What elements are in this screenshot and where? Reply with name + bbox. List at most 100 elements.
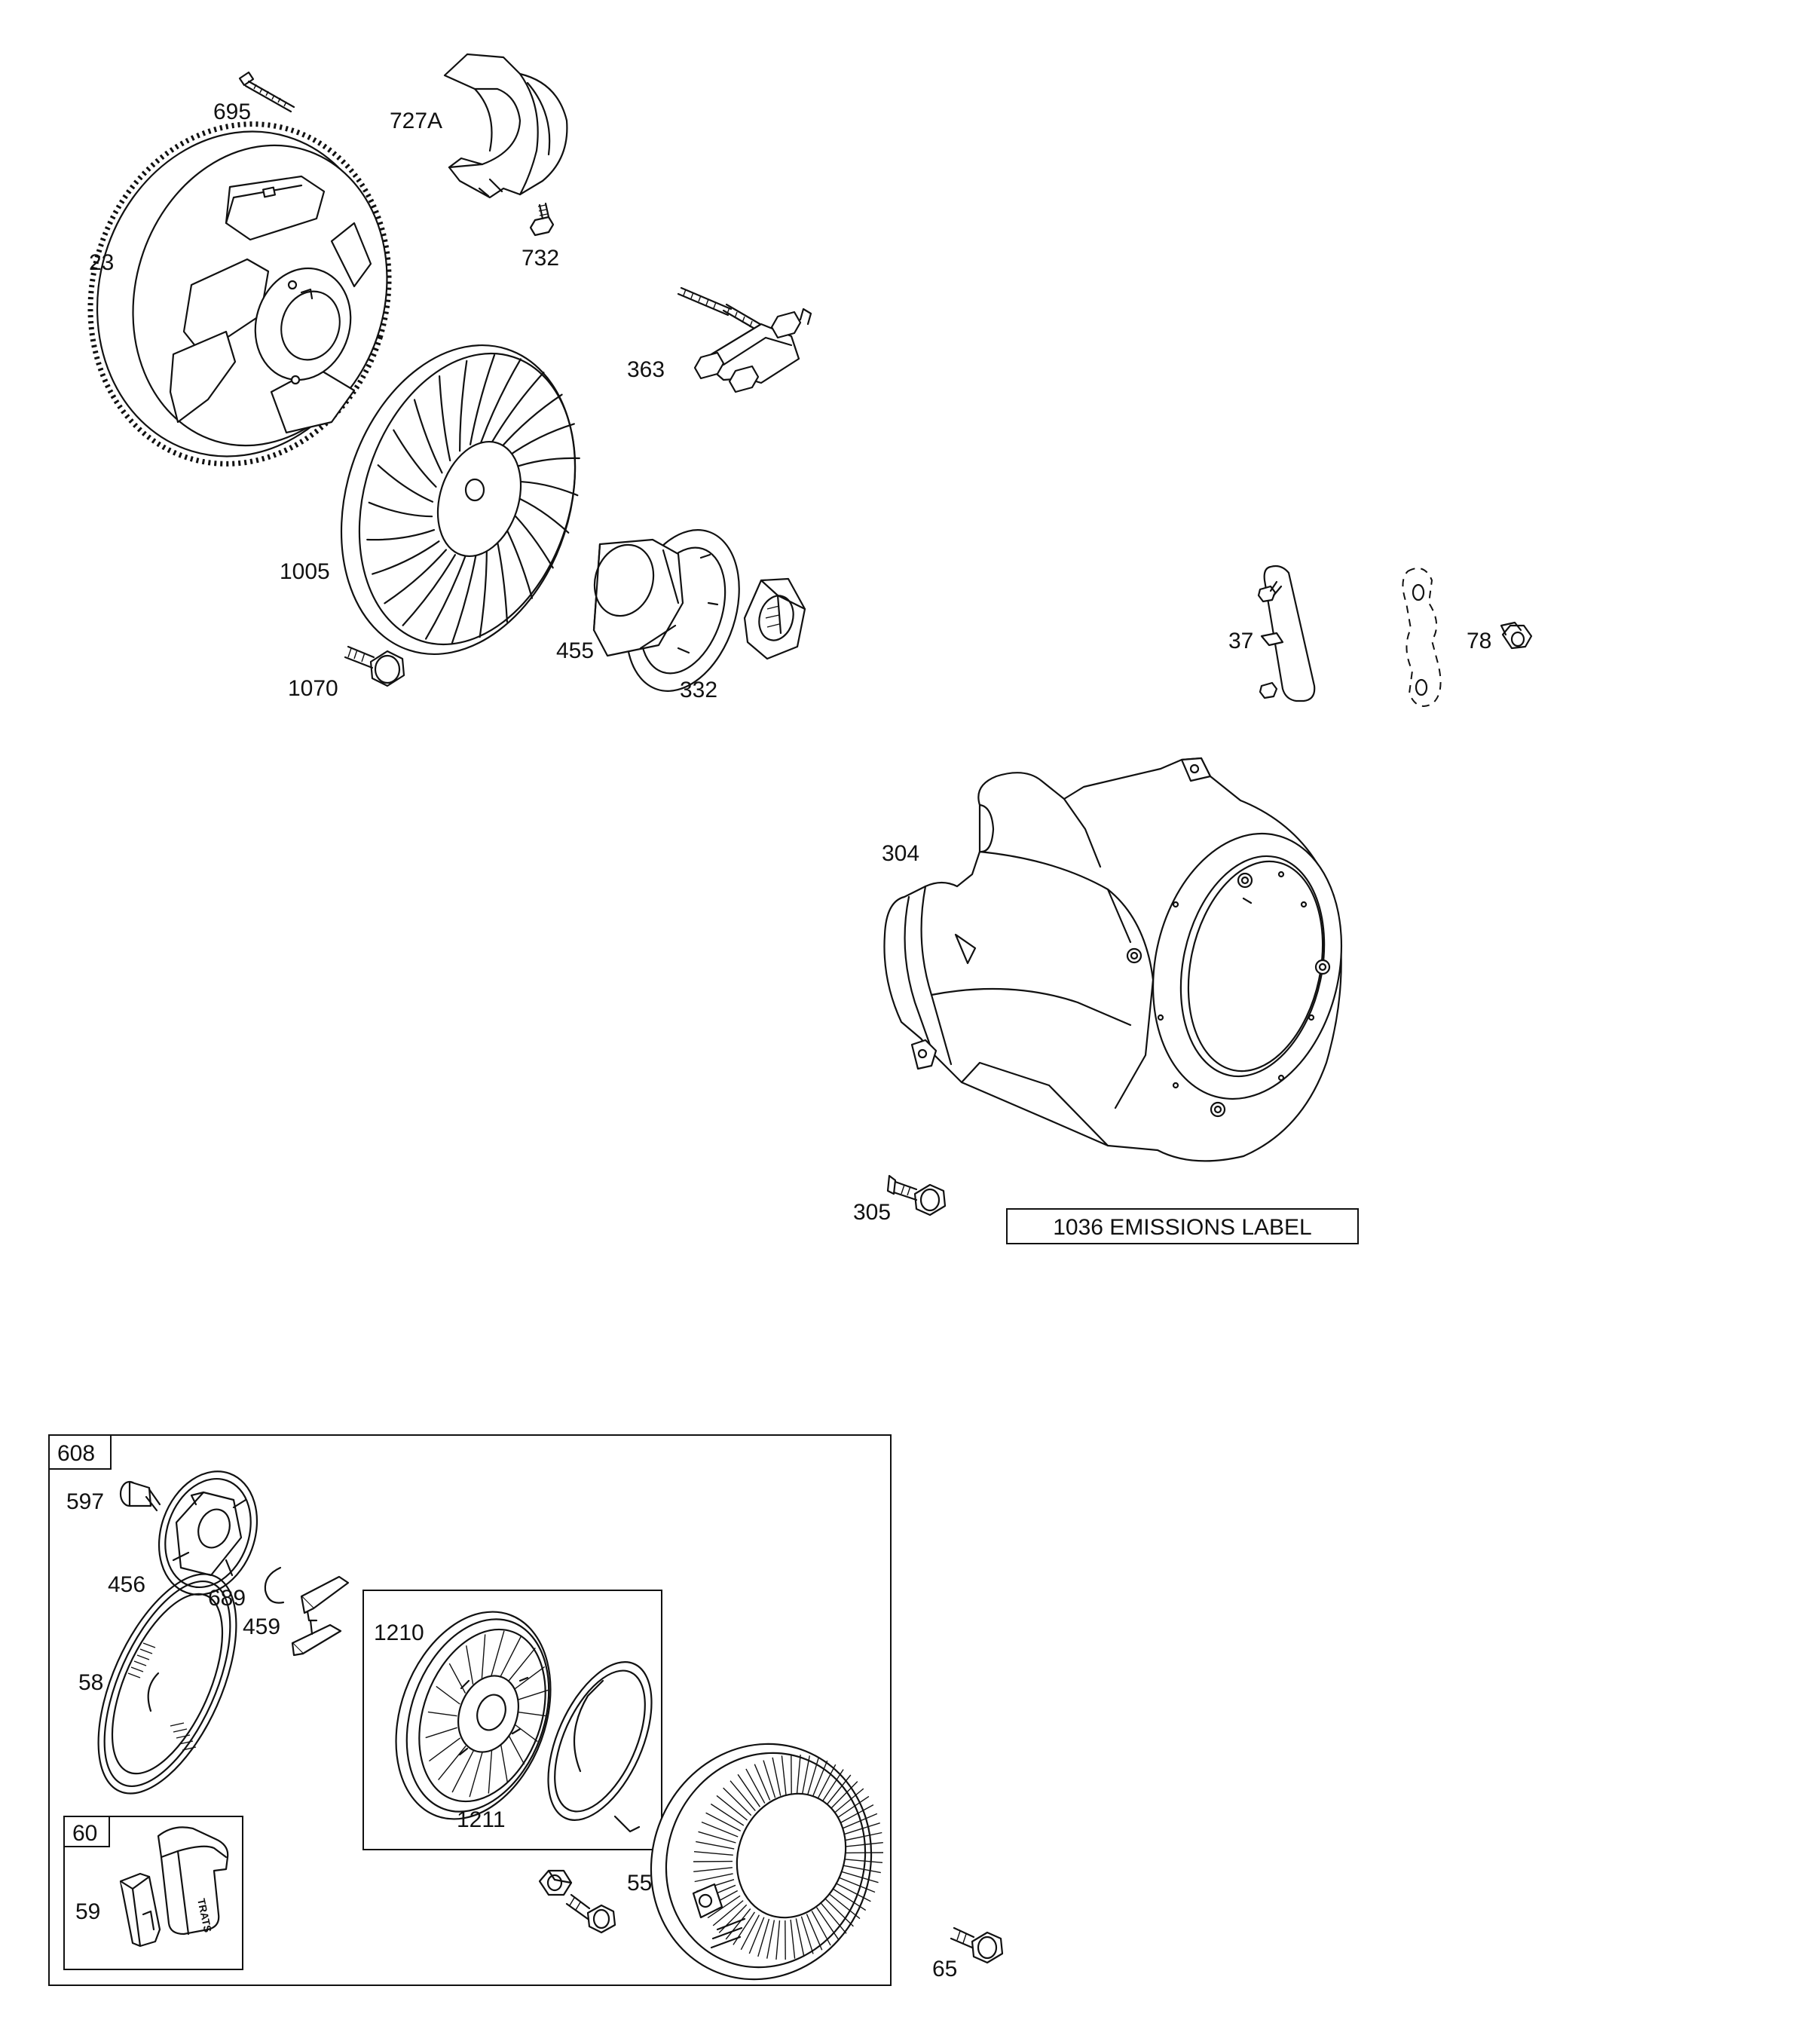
fan-blade — [470, 354, 496, 445]
housing-rib — [838, 1877, 876, 1893]
part-55-screw — [565, 1893, 616, 1934]
housing-rib — [737, 1773, 760, 1807]
part-455-starter-cup — [592, 529, 740, 692]
housing-rib — [844, 1842, 883, 1847]
fan-blade — [366, 529, 436, 541]
housing-rib — [698, 1831, 736, 1844]
pulley-spoke — [438, 1746, 466, 1781]
handle-sub-box — [63, 1816, 243, 1970]
housing-rib — [763, 1760, 776, 1798]
part-65-bolt — [950, 1926, 1004, 1964]
emissions-label-box: 1036 EMISSIONS LABEL — [1006, 1208, 1359, 1244]
callout-363: 363 — [627, 357, 665, 382]
housing-rib — [745, 1768, 766, 1804]
callout-65: 65 — [932, 1957, 957, 1981]
callout-727a: 727A — [390, 109, 442, 133]
callout-304: 304 — [882, 841, 919, 866]
housing-rib — [811, 1911, 831, 1946]
fan-blade — [451, 552, 477, 644]
fan-blade — [384, 549, 447, 604]
callout-332: 332 — [680, 678, 717, 702]
part-55-rewind-housing — [650, 1743, 884, 1981]
housing-rib — [838, 1804, 874, 1825]
pulley-spoke — [516, 1689, 549, 1701]
pulley-spoke — [500, 1743, 508, 1783]
part-597-screw — [119, 1480, 161, 1512]
part-gasket — [1402, 568, 1442, 707]
housing-rib — [733, 1911, 755, 1945]
callout-37: 37 — [1228, 629, 1253, 653]
fan-blade — [500, 393, 563, 449]
housing-rib — [701, 1821, 739, 1838]
part-732-screw — [529, 202, 555, 237]
part-363-ignition-module — [677, 286, 812, 393]
fan-blade — [377, 464, 434, 503]
callout-60: 60 — [72, 1821, 97, 1846]
part-332-nut — [743, 577, 806, 660]
pulley-spoke — [507, 1647, 536, 1682]
fan-blade — [503, 524, 534, 599]
pulley-sub-box — [362, 1590, 662, 1850]
fan-blade — [495, 536, 508, 623]
part-60-starter-handle: TRATS — [157, 1826, 229, 1936]
part-59-handle-insert — [119, 1872, 161, 1948]
housing-rib — [842, 1865, 881, 1874]
fan-blade — [480, 358, 522, 443]
housing-rib — [694, 1873, 733, 1883]
housing-rib — [693, 1851, 733, 1856]
part-727a-bracket — [443, 53, 568, 199]
callout-597: 597 — [66, 1489, 104, 1514]
pulley-spoke — [500, 1635, 522, 1678]
pulley-spoke — [436, 1685, 460, 1705]
fan-blade — [479, 546, 488, 638]
callout-608: 608 — [57, 1441, 95, 1466]
housing-rib — [723, 1787, 752, 1816]
housing-rib — [843, 1859, 883, 1863]
part-78-nut — [1500, 621, 1533, 650]
callout-78: 78 — [1467, 629, 1491, 653]
part-1210-pulley — [395, 1611, 552, 1820]
fan-blade — [393, 429, 437, 488]
part-37-plate — [1257, 565, 1316, 702]
callout-59: 59 — [75, 1899, 100, 1924]
callout-23: 23 — [89, 250, 114, 275]
housing-rib — [816, 1764, 837, 1800]
housing-rib — [800, 1916, 814, 1954]
housing-rib — [693, 1867, 733, 1872]
part-695-screw — [238, 71, 295, 113]
housing-rib — [840, 1871, 879, 1884]
housing-rib — [725, 1908, 751, 1940]
pulley-spokes — [425, 1630, 549, 1798]
housing-rib — [705, 1812, 742, 1831]
pulley-spoke — [507, 1734, 525, 1765]
callout-689: 689 — [208, 1586, 246, 1611]
fan-blade — [368, 501, 433, 518]
fan-blade — [511, 457, 580, 469]
housing-rib — [775, 1920, 781, 1960]
callout-1210: 1210 — [374, 1620, 424, 1645]
housing-rib — [836, 1795, 870, 1819]
pulley-spoke — [425, 1727, 457, 1739]
housing-rib — [796, 1755, 801, 1794]
fan-blade — [491, 372, 545, 444]
housing-rib — [842, 1822, 880, 1835]
callout-58: 58 — [78, 1670, 103, 1695]
housing-rib — [716, 1795, 748, 1821]
pulley-spoke — [481, 1634, 486, 1678]
housing-rib — [829, 1893, 861, 1920]
housing-rib — [766, 1920, 775, 1959]
part-1070-bolt — [344, 645, 405, 687]
emissions-label-text: 1036 EMISSIONS LABEL — [1053, 1215, 1312, 1240]
callout-732: 732 — [522, 246, 559, 271]
callout-695: 695 — [213, 99, 251, 124]
fan-blade — [425, 555, 466, 640]
housing-rib — [843, 1831, 882, 1841]
housing-rib — [696, 1841, 735, 1850]
housing-rib — [757, 1918, 770, 1957]
pulley-spoke — [448, 1663, 466, 1694]
pulley-spoke — [488, 1749, 493, 1794]
housing-rib — [833, 1788, 864, 1814]
part-23-flywheel — [87, 121, 392, 467]
